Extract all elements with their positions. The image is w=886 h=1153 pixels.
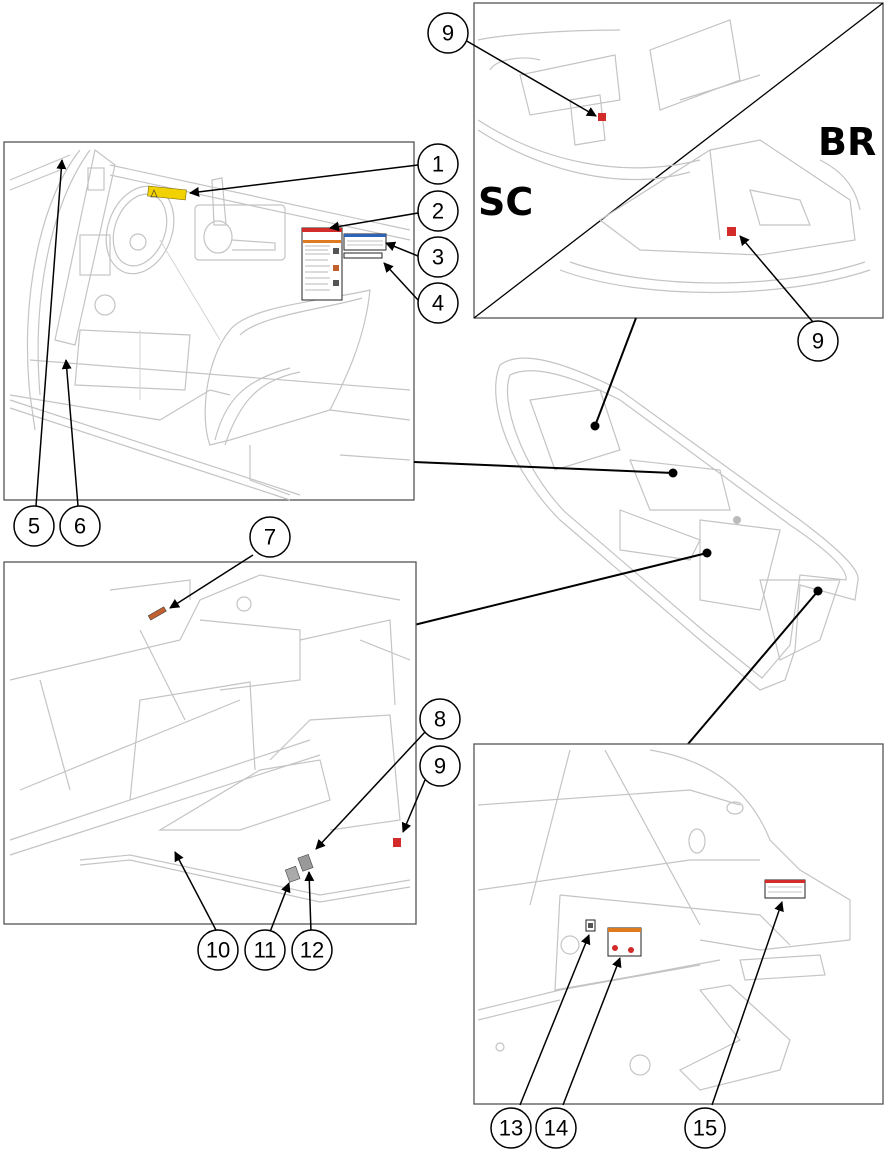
svg-text:1: 1 [432, 152, 444, 177]
decal-7 [147, 606, 167, 621]
panel-bow-variants: SC BR [464, 2, 884, 329]
decal-2-safety-card [301, 227, 343, 301]
leader-lines [413, 317, 823, 745]
callout-10: 10 [197, 929, 239, 971]
variant-label-br: BR [818, 120, 876, 164]
svg-text:7: 7 [264, 525, 276, 550]
callout-9-br: 9 [797, 320, 839, 362]
svg-text:11: 11 [254, 938, 277, 963]
callout-11: 11 [244, 929, 286, 971]
panel-stern [473, 743, 884, 1106]
callout-3: 3 [417, 236, 459, 278]
svg-text:13: 13 [499, 1116, 523, 1141]
variant-label-sc: SC [478, 180, 533, 224]
decal-9-cockpit [393, 838, 401, 847]
svg-text:9: 9 [434, 754, 446, 779]
callout-1: 1 [417, 143, 459, 185]
callout-9-sc: 9 [427, 12, 469, 54]
svg-text:2: 2 [432, 199, 444, 224]
decal-13-switch [585, 919, 596, 932]
decal-9-sc [598, 113, 606, 121]
panel-helm [3, 141, 419, 507]
boat-overview [495, 357, 859, 691]
callout-12: 12 [291, 929, 333, 971]
svg-text:9: 9 [812, 329, 824, 354]
decal-12 [297, 853, 314, 872]
callout-6: 6 [59, 505, 101, 547]
svg-text:15: 15 [693, 1116, 717, 1141]
callout-2: 2 [417, 190, 459, 232]
svg-text:4: 4 [432, 291, 444, 316]
decal-4-label [343, 252, 383, 259]
decal-14-warning [607, 927, 642, 957]
decal-3-notice [343, 233, 387, 251]
decal-15-label [764, 879, 806, 899]
svg-text:10: 10 [206, 938, 230, 963]
callout-4: 4 [417, 282, 459, 324]
svg-text:3: 3 [432, 245, 444, 270]
callout-8: 8 [419, 698, 461, 740]
svg-text:8: 8 [434, 707, 446, 732]
decal-9-br [727, 227, 736, 236]
decal-11 [284, 865, 301, 883]
svg-text:14: 14 [544, 1116, 568, 1141]
callout-15: 15 [684, 1107, 726, 1149]
callout-7: 7 [249, 516, 291, 558]
callout-5: 5 [13, 505, 55, 547]
panel-cockpit [3, 554, 426, 933]
callout-14: 14 [535, 1107, 577, 1149]
callout-9-cockpit: 9 [419, 745, 461, 787]
svg-text:12: 12 [300, 938, 324, 963]
svg-text:5: 5 [28, 514, 40, 539]
svg-text:9: 9 [442, 21, 454, 46]
decal-1-warning [147, 185, 187, 201]
svg-text:6: 6 [74, 514, 86, 539]
callout-13: 13 [490, 1107, 532, 1149]
